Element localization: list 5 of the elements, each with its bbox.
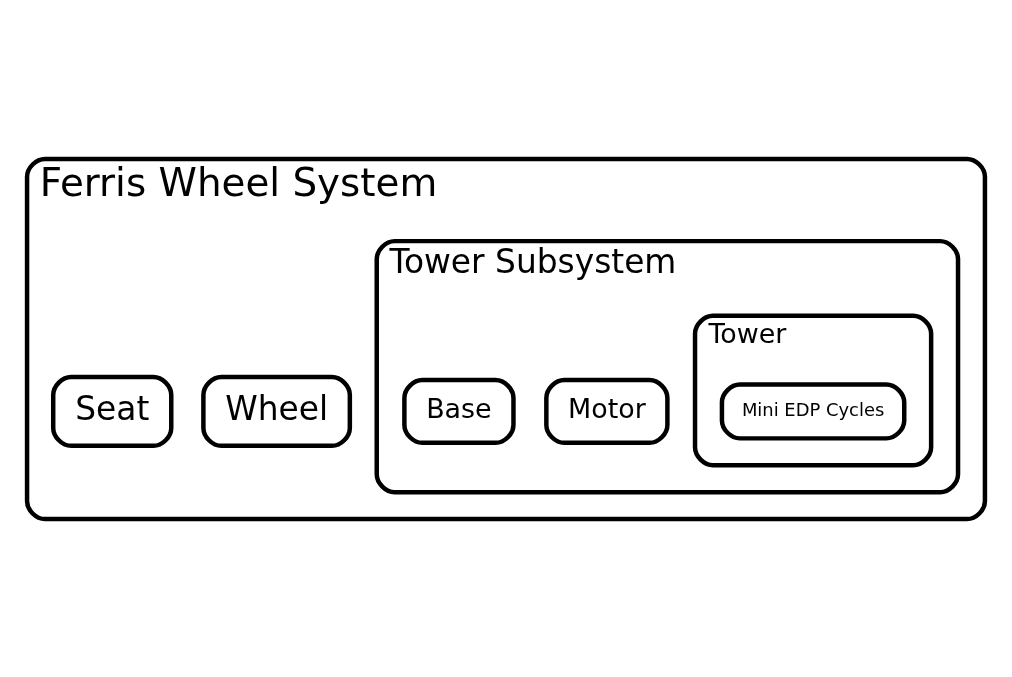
node-box: Wheel	[201, 374, 353, 448]
node-box: Base	[402, 377, 516, 445]
node-box: Seat	[51, 374, 174, 448]
node-box: Motor	[544, 377, 670, 445]
node-box: Mini EDP Cycles	[719, 381, 907, 441]
